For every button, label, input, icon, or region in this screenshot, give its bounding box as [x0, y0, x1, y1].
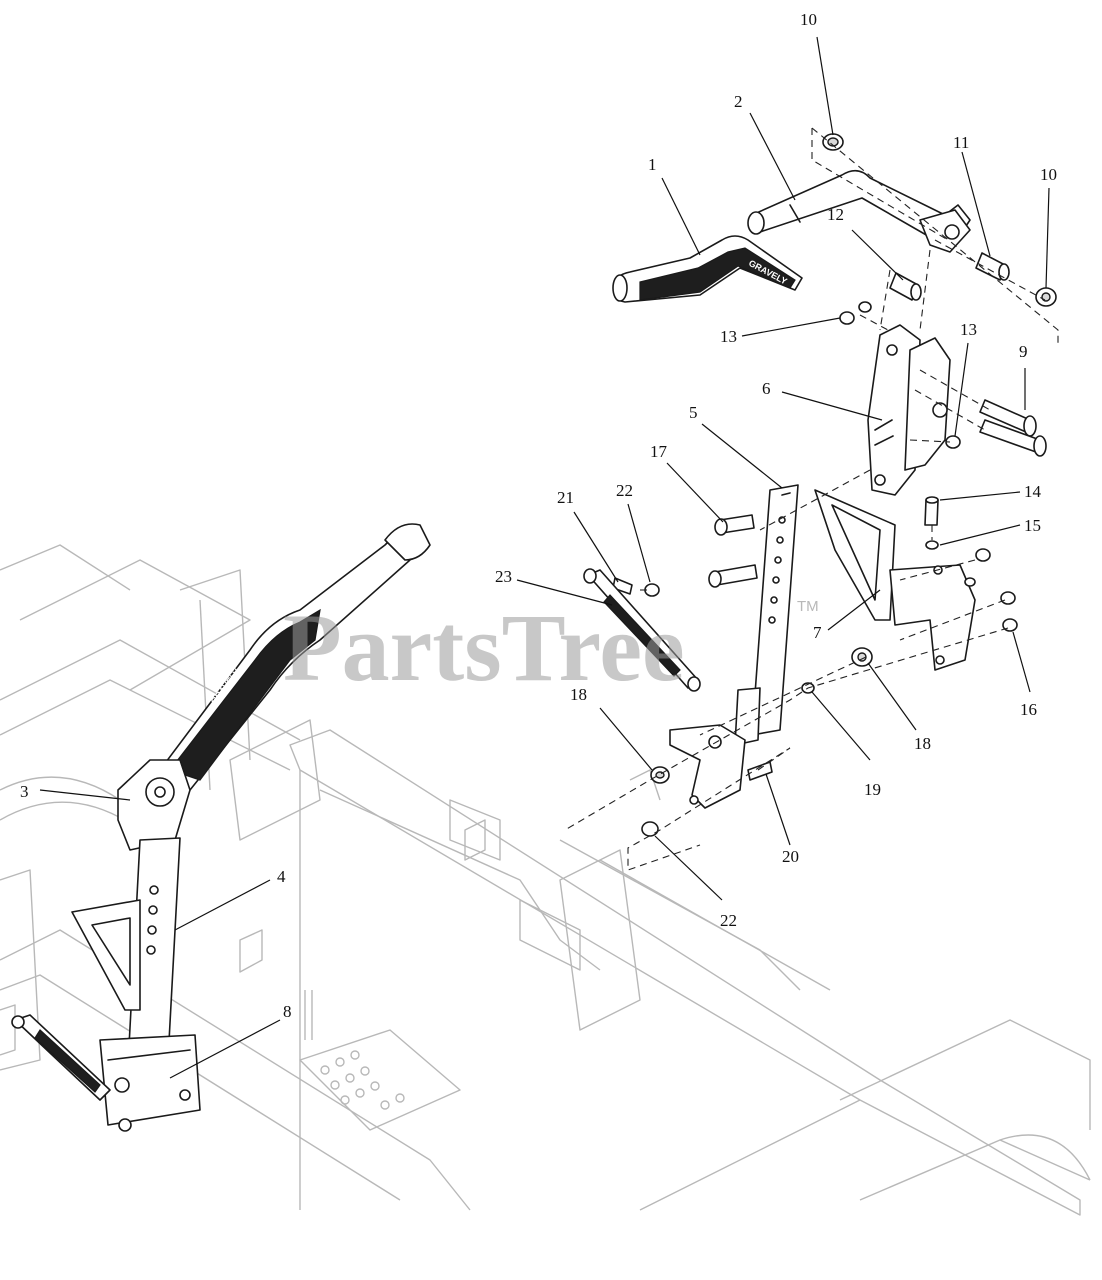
callout-2: 2 — [734, 92, 743, 111]
callout-8: 8 — [283, 1002, 292, 1021]
part-10-washer-right — [1035, 287, 1057, 307]
callout-4: 4 — [277, 867, 286, 886]
callout-19: 19 — [864, 780, 881, 799]
callout-10-top: 10 — [800, 10, 817, 29]
leader-lines — [39, 36, 1050, 1079]
part-16-bolts — [964, 548, 1018, 632]
part-2-bent-tube — [747, 169, 971, 253]
callout-16: 16 — [1020, 700, 1037, 719]
part-13-nut-left — [839, 301, 872, 325]
callout-17: 17 — [650, 442, 668, 461]
callout-13-left: 13 — [720, 327, 737, 346]
callout-numbers: 1 2 3 4 5 6 7 8 9 10 10 11 12 13 13 14 1… — [20, 10, 1057, 1021]
callout-12: 12 — [827, 205, 844, 224]
callout-5: 5 — [689, 403, 698, 422]
part-1-handle-grip: GRAVELY — [612, 235, 803, 303]
part-18-spacer-right — [851, 647, 873, 667]
callout-15: 15 — [1024, 516, 1041, 535]
callout-3: 3 — [20, 782, 29, 801]
callout-1: 1 — [648, 155, 657, 174]
callout-14: 14 — [1024, 482, 1042, 501]
part-14-pin — [924, 496, 939, 526]
part-18-spacer-left — [650, 766, 670, 784]
callout-20: 20 — [782, 847, 799, 866]
part-17-bolts — [708, 514, 758, 588]
part-20-stud — [747, 761, 773, 781]
part-10-washer-top — [822, 133, 844, 151]
part-5-lower-bracket — [669, 724, 746, 809]
callout-21: 21 — [557, 488, 574, 507]
callout-11: 11 — [953, 133, 969, 152]
part-12-pin — [889, 272, 922, 301]
callout-7: 7 — [813, 623, 822, 642]
callout-9: 9 — [1019, 342, 1028, 361]
part-7-mounting-bracket — [814, 489, 976, 671]
callout-18-right: 18 — [914, 734, 931, 753]
watermark-text: PartsTree — [283, 594, 685, 701]
part-5-adjustment-bar — [734, 484, 799, 746]
callout-18-left: 18 — [570, 685, 587, 704]
exploded-parts: GRAVELY — [564, 127, 1059, 871]
callout-6: 6 — [762, 379, 771, 398]
callout-13-right: 13 — [960, 320, 977, 339]
chassis-frame-ghost — [0, 544, 1091, 1216]
callout-23: 23 — [495, 567, 512, 586]
watermark-tm: TM — [797, 598, 819, 615]
assembly-dash-lines — [564, 127, 1059, 871]
assembled-control-lever: GRAVELY — [11, 523, 431, 1132]
part-23-gas-spring — [583, 568, 701, 692]
part-15-clip — [925, 540, 939, 550]
callout-10-right: 10 — [1040, 165, 1057, 184]
part-6-pivot-bracket — [867, 324, 951, 496]
callout-22-top: 22 — [616, 481, 633, 500]
part-9-bolts — [979, 399, 1047, 457]
callout-22-bottom: 22 — [720, 911, 737, 930]
part-22-nut-lower — [641, 821, 659, 837]
